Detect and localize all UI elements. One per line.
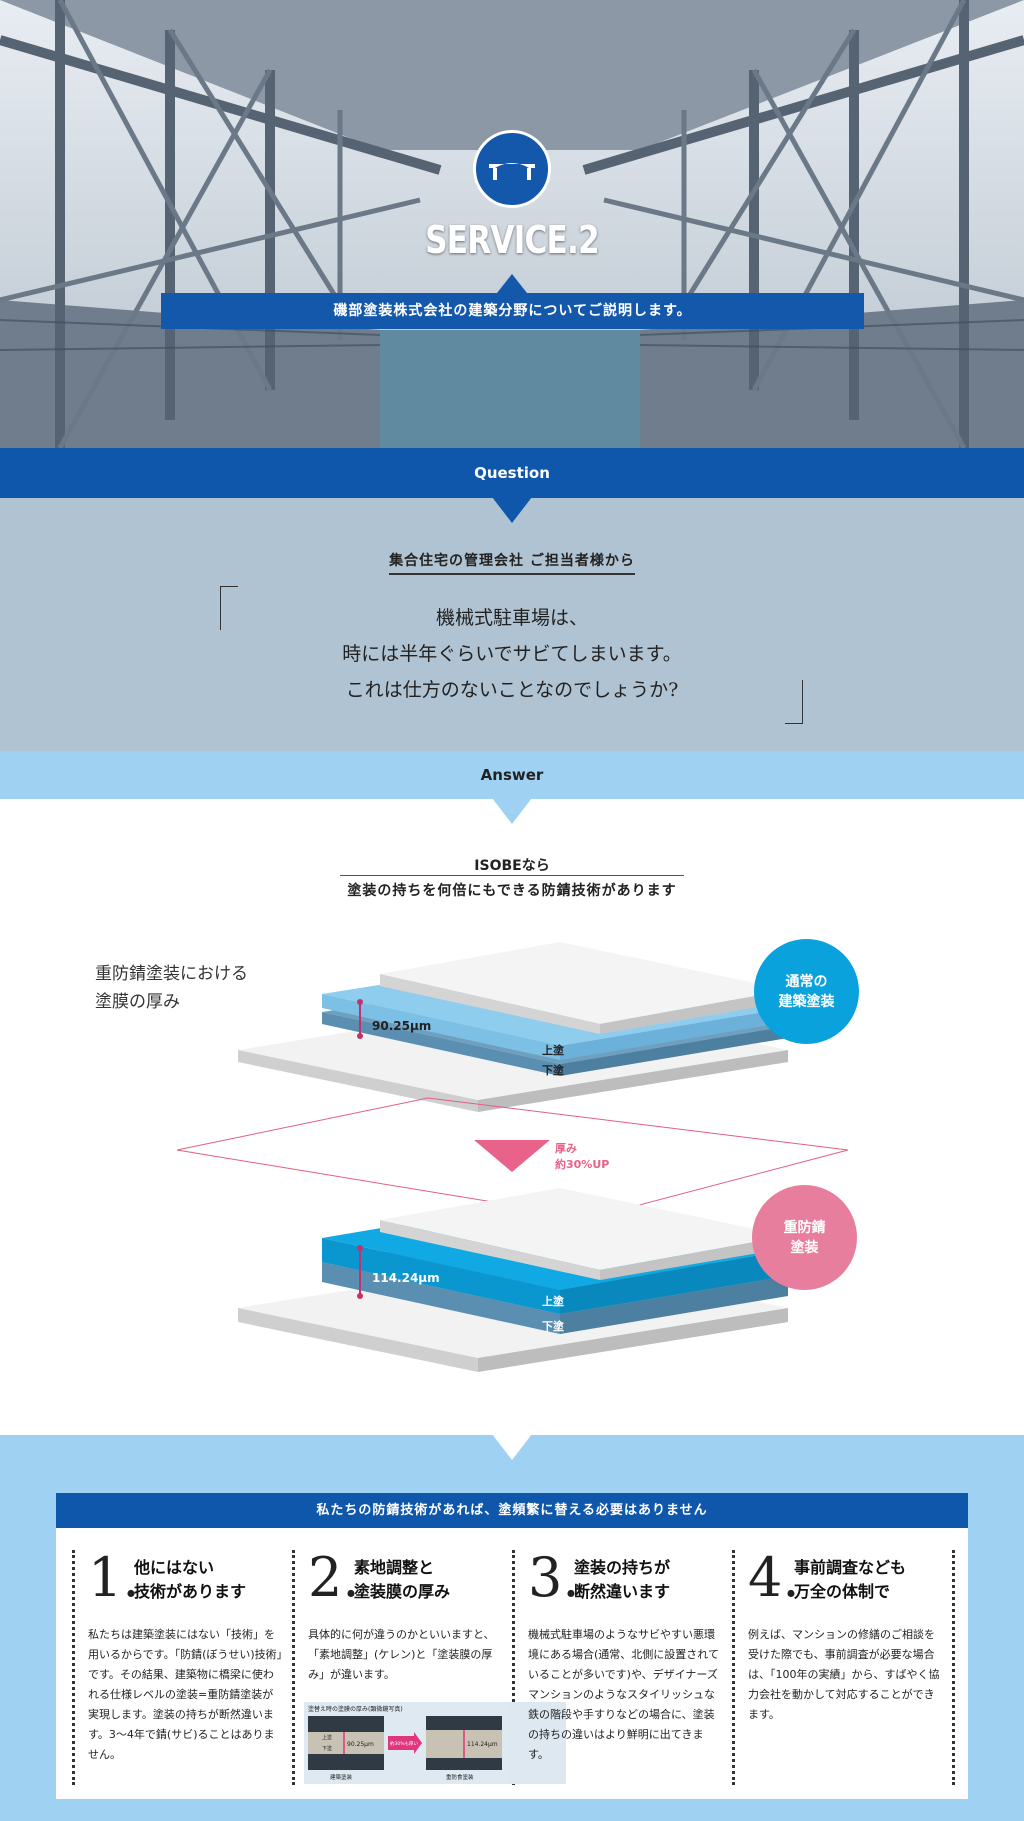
benefit-column-1: 1. 他にはない 技術があります 私たちは建築塗装にはない「技術」を用いるからで… bbox=[74, 1550, 294, 1785]
normal-coating-badge: 通常の 建築塗装 bbox=[754, 939, 859, 1044]
benefit-column-2: 2. 素地調整と 塗装膜の厚み 具体的に何が違うのかといいますと、「素地調整」(… bbox=[294, 1550, 514, 1785]
under-coat-label: 下塗 bbox=[542, 1319, 565, 1333]
question-text: 機械式駐車場は、 時には半年ぐらいでサビてしまいます。 これは仕方のないことなの… bbox=[0, 600, 1024, 708]
micrograph-right-label: 重防食塗装 bbox=[446, 1773, 474, 1781]
answer-arrow bbox=[492, 798, 532, 824]
benefit-title-line: 他にはない bbox=[134, 1558, 215, 1577]
top-coat-label: 上塗 bbox=[542, 1294, 565, 1308]
column-divider bbox=[732, 1550, 735, 1785]
benefit-number: 3. bbox=[528, 1546, 580, 1609]
benefit-column-4: 4. 事前調査なども 万全の体制で 例えば、マンションの修繕のご相談を受けた際で… bbox=[734, 1550, 954, 1785]
benefit-title: 塗装の持ちが 断然違います bbox=[574, 1556, 670, 1604]
benefit-title-line: 断然違います bbox=[574, 1582, 671, 1601]
benefit-title: 事前調査なども 万全の体制で bbox=[794, 1556, 906, 1604]
micrograph-under-label: 下塗 bbox=[322, 1745, 332, 1752]
badge-line: 重防錆 bbox=[783, 1219, 826, 1236]
micrograph-left-label: 建築塗装 bbox=[330, 1773, 353, 1781]
arrow-down-icon bbox=[474, 1140, 550, 1172]
benefit-number: 4. bbox=[748, 1546, 800, 1609]
micrograph-right-value: 114.24μm bbox=[467, 1741, 498, 1748]
micrograph-thumbnail: 塗替え時の塗膜の厚み(顕微鏡写真) 90.25μm 114.24μm 上塗 下塗… bbox=[304, 1702, 566, 1784]
benefit-title-line: 塗装膜の厚み bbox=[354, 1582, 451, 1601]
micrograph-arrow-label: 約30%も厚い bbox=[390, 1740, 419, 1747]
benefit-title-line: 素地調整と bbox=[354, 1558, 435, 1577]
column-divider bbox=[952, 1550, 955, 1785]
benefits-header: 私たちの防錆技術があれば、塗頻繁に替える必要はありません bbox=[56, 1493, 968, 1528]
diagram-caption-line: 重防錆塗装における bbox=[95, 964, 248, 984]
bridge-photo bbox=[0, 0, 1024, 448]
question-arrow bbox=[492, 497, 532, 523]
diagram-caption: 重防錆塗装における 塗膜の厚み bbox=[95, 960, 248, 1016]
question-section bbox=[0, 498, 1024, 751]
question-header: Question bbox=[0, 448, 1024, 498]
benefit-number: 1. bbox=[88, 1546, 140, 1609]
diagram-caption-line: 塗膜の厚み bbox=[95, 992, 180, 1012]
close-bracket bbox=[785, 680, 803, 724]
column-divider bbox=[292, 1550, 295, 1785]
benefit-title-line: 事前調査なども bbox=[794, 1558, 907, 1577]
benefit-text: 例えば、マンションの修繕のご相談を受けた際でも、事前調査が必要な場合は、「100… bbox=[748, 1628, 940, 1721]
benefit-title: 他にはない 技術があります bbox=[134, 1556, 246, 1604]
benefit-number: 2. bbox=[308, 1546, 360, 1609]
bridge-emblem bbox=[473, 130, 551, 208]
band-arrow bbox=[497, 274, 527, 293]
micrograph-left-value: 90.25μm bbox=[347, 1741, 374, 1748]
hero-section: SERVICE.2 磯部塗装株式会社の建築分野についてご説明します。 bbox=[0, 0, 1024, 448]
benefit-title: 素地調整と 塗装膜の厚み bbox=[354, 1556, 450, 1604]
bridge-icon bbox=[489, 163, 535, 180]
title-divider bbox=[340, 875, 684, 876]
column-divider bbox=[72, 1550, 75, 1785]
micrograph-top-label: 上塗 bbox=[322, 1734, 332, 1741]
thickness-up-label: 約30%UP bbox=[555, 1157, 609, 1171]
benefit-title-line: 塗装の持ちが bbox=[574, 1558, 671, 1577]
question-subtitle-text: 集合住宅の管理会社 ご担当者様から bbox=[389, 553, 635, 575]
question-subtitle: 集合住宅の管理会社 ご担当者様から bbox=[0, 550, 1024, 575]
badge-line: 通常の bbox=[785, 973, 828, 990]
top-coat-label: 上塗 bbox=[542, 1043, 565, 1057]
hero-subtitle-band: 磯部塗装株式会社の建築分野についてご説明します。 bbox=[161, 293, 864, 329]
benefit-column-3: 3. 塗装の持ちが 断然違います 機械式駐車場のようなサビやすい悪環境にある場合… bbox=[514, 1550, 734, 1785]
page-title: SERVICE.2 bbox=[425, 218, 600, 262]
normal-thickness-label: 90.25μm bbox=[372, 1019, 431, 1033]
thickness-label: 厚み bbox=[555, 1142, 577, 1155]
benefit-text: 具体的に何が違うのかといいますと、「素地調整」(ケレン)と「塗装膜の厚み」が違い… bbox=[308, 1628, 495, 1681]
heavy-thickness-label: 114.24μm bbox=[372, 1271, 440, 1285]
benefit-text: 私たちは建築塗装にはない「技術」を用いるからです。「防錆(ぼうせい)技術」です。… bbox=[88, 1628, 283, 1761]
answer-title: 塗装の持ちを何倍にもできる防錆技術があります bbox=[347, 883, 677, 899]
open-bracket bbox=[220, 586, 238, 630]
section-notch bbox=[492, 1434, 532, 1460]
coating-thickness-diagram: 90.25μm 上塗 下塗 厚み 約30%UP 114.24μm 上塗 下塗 bbox=[176, 942, 849, 1372]
arrow-right-icon bbox=[388, 1732, 422, 1754]
answer-title-brand: ISOBEなら bbox=[474, 858, 550, 874]
badge-line: 建築塗装 bbox=[778, 993, 835, 1010]
heavy-coating-badge: 重防錆 塗装 bbox=[752, 1185, 857, 1290]
question-line: これは仕方のないことなのでしょうか? bbox=[345, 679, 679, 701]
answer-header: Answer bbox=[0, 751, 1024, 799]
question-line: 機械式駐車場は、 bbox=[435, 607, 588, 629]
benefit-title-line: 万全の体制で bbox=[794, 1582, 891, 1601]
micrograph-image: 塗替え時の塗膜の厚み(顕微鏡写真) 90.25μm 114.24μm 上塗 下塗… bbox=[304, 1702, 506, 1784]
under-coat-label: 下塗 bbox=[542, 1063, 565, 1077]
question-line: 時には半年ぐらいでサビてしまいます。 bbox=[342, 643, 682, 665]
benefit-title-line: 技術があります bbox=[134, 1582, 247, 1601]
column-divider bbox=[512, 1550, 515, 1785]
benefit-text: 機械式駐車場のようなサビやすい悪環境にある場合(通常、北側に設置されていることが… bbox=[528, 1628, 719, 1761]
badge-line: 塗装 bbox=[790, 1239, 819, 1256]
micrograph-caption: 塗替え時の塗膜の厚み(顕微鏡写真) bbox=[308, 1705, 403, 1713]
